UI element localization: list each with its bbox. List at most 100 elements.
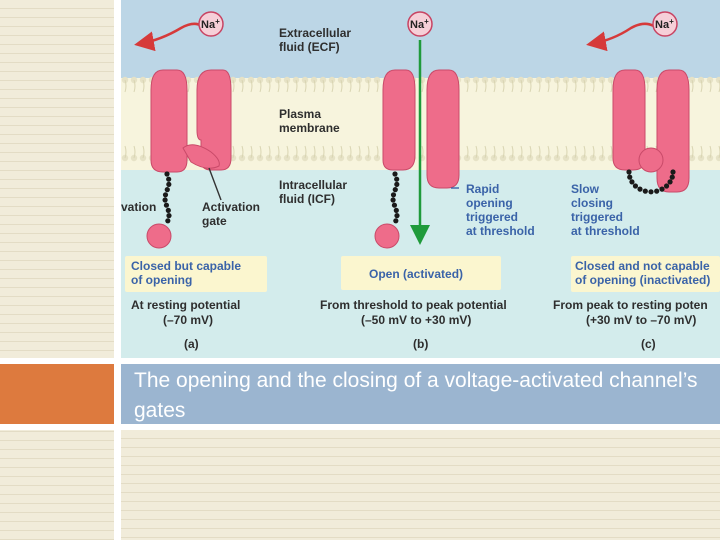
chain-bead bbox=[394, 176, 400, 182]
chain-bead bbox=[393, 207, 399, 213]
chain-bead bbox=[166, 176, 172, 182]
lipid-head bbox=[589, 76, 597, 84]
lipid-tail bbox=[574, 145, 577, 159]
inactivation-gate-chain-b bbox=[390, 171, 400, 224]
sodium-ion-b-label: Na+ bbox=[410, 17, 429, 31]
lipid-tail bbox=[610, 145, 613, 159]
lipid-tail bbox=[547, 79, 550, 93]
decorative-lined-panel-left bbox=[0, 0, 114, 540]
lipid-tail bbox=[529, 145, 532, 159]
lipid-head bbox=[598, 76, 606, 84]
chain-bead bbox=[162, 197, 168, 203]
horizontal-divider-top bbox=[0, 358, 720, 364]
sodium-ion-c-label: Na+ bbox=[655, 17, 674, 31]
lipid-head bbox=[562, 76, 570, 84]
lipid-tail bbox=[133, 145, 136, 159]
lipid-head bbox=[517, 76, 525, 84]
lipid-tail bbox=[556, 145, 559, 159]
lipid-head bbox=[544, 76, 552, 84]
lipid-tail bbox=[286, 79, 289, 93]
lipid-tail bbox=[232, 79, 235, 93]
sodium-ion-a-label: Na+ bbox=[201, 17, 220, 31]
lipid-tail bbox=[484, 79, 487, 93]
chain-bead bbox=[667, 179, 673, 185]
inactivation-gate-chain bbox=[162, 171, 172, 224]
lipid-tail bbox=[484, 145, 487, 159]
chain-bead bbox=[637, 186, 643, 192]
chain-bead bbox=[166, 181, 172, 187]
chain-bead bbox=[164, 187, 170, 193]
chain-bead bbox=[648, 189, 654, 195]
vertical-divider bbox=[114, 0, 121, 540]
inactivation-gate-label: vation bbox=[121, 200, 156, 214]
potential-a: At resting potential(–70 mV) bbox=[131, 298, 240, 327]
channel-b-right-subunit bbox=[426, 69, 460, 189]
lipid-head bbox=[553, 76, 561, 84]
lipid-tail bbox=[646, 79, 649, 93]
lipid-tail bbox=[583, 145, 586, 159]
lipid-head bbox=[517, 154, 525, 162]
decorative-lined-panel-bottom bbox=[121, 430, 720, 540]
lipid-head bbox=[571, 154, 579, 162]
lipid-tail bbox=[475, 79, 478, 93]
lipid-head bbox=[580, 76, 588, 84]
chain-bead bbox=[164, 171, 170, 177]
lipid-tail bbox=[358, 145, 361, 159]
lipid-head bbox=[121, 154, 129, 162]
lipid-tail bbox=[142, 145, 145, 159]
activation-gate-pointer bbox=[208, 167, 222, 201]
chain-bead bbox=[659, 186, 665, 192]
lipid-tail bbox=[529, 79, 532, 93]
chain-bead bbox=[642, 188, 648, 194]
lipid-tail bbox=[295, 145, 298, 159]
chain-bead bbox=[393, 218, 399, 224]
lipid-head bbox=[553, 154, 561, 162]
lipid-head bbox=[508, 154, 516, 162]
lipid-tail bbox=[268, 79, 271, 93]
lipid-head bbox=[535, 154, 543, 162]
lipid-tail bbox=[601, 145, 604, 159]
lipid-tail bbox=[322, 145, 325, 159]
lipid-tail bbox=[340, 79, 343, 93]
lipid-head bbox=[526, 154, 534, 162]
lipid-tail bbox=[691, 79, 694, 93]
lipid-tail bbox=[142, 79, 145, 93]
inactivation-gate-ball bbox=[146, 223, 172, 249]
lipid-tail bbox=[376, 145, 379, 159]
lipid-tail bbox=[466, 79, 469, 93]
sodium-ion-b bbox=[407, 11, 433, 37]
lipid-tail bbox=[520, 79, 523, 93]
lipid-tail bbox=[259, 79, 262, 93]
lipid-tail bbox=[241, 145, 244, 159]
lipid-tail bbox=[709, 145, 712, 159]
lipid-head bbox=[121, 76, 129, 84]
chain-bead bbox=[162, 192, 169, 198]
lipid-tail bbox=[124, 145, 127, 159]
lipid-tail bbox=[358, 79, 361, 93]
chain-bead bbox=[394, 181, 400, 187]
state-box-c bbox=[571, 256, 720, 292]
sodium-ion-c bbox=[652, 11, 678, 37]
chain-bead bbox=[669, 174, 675, 180]
lipid-tail bbox=[538, 145, 541, 159]
inactivation-gate-ball-b bbox=[374, 223, 400, 249]
lipid-tail bbox=[610, 79, 613, 93]
lipid-tail bbox=[709, 79, 712, 93]
lipid-tail bbox=[574, 79, 577, 93]
lipid-tail bbox=[556, 79, 559, 93]
chain-bead bbox=[390, 192, 397, 198]
lipid-tail bbox=[286, 145, 289, 159]
lipid-tail bbox=[466, 145, 469, 159]
lipid-tail bbox=[700, 79, 703, 93]
lipid-head bbox=[598, 154, 606, 162]
lipid-tail bbox=[592, 145, 595, 159]
lipid-tail bbox=[421, 145, 424, 159]
lipid-tail bbox=[520, 145, 523, 159]
inactivation-gate-ball-c bbox=[638, 147, 664, 173]
